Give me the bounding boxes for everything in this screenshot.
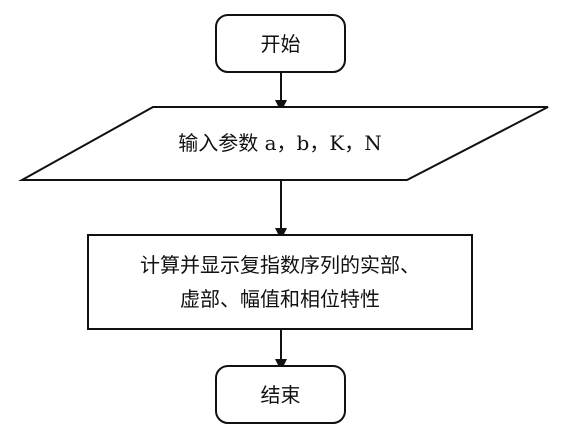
process-label-line1: 计算并显示复指数序列的实部、 (140, 253, 420, 277)
end-label: 结束 (260, 382, 301, 407)
input-node (18, 106, 549, 181)
process-label-line2: 虚部、幅值和相位特性 (180, 287, 380, 311)
end-node (215, 365, 346, 424)
input-label: 输入参数 a，b，K，N (178, 131, 382, 155)
process-label: 计算并显示复指数序列的实部、 虚部、幅值和相位特性 (88, 248, 472, 316)
process-node (87, 234, 473, 330)
start-label: 开始 (260, 31, 301, 56)
